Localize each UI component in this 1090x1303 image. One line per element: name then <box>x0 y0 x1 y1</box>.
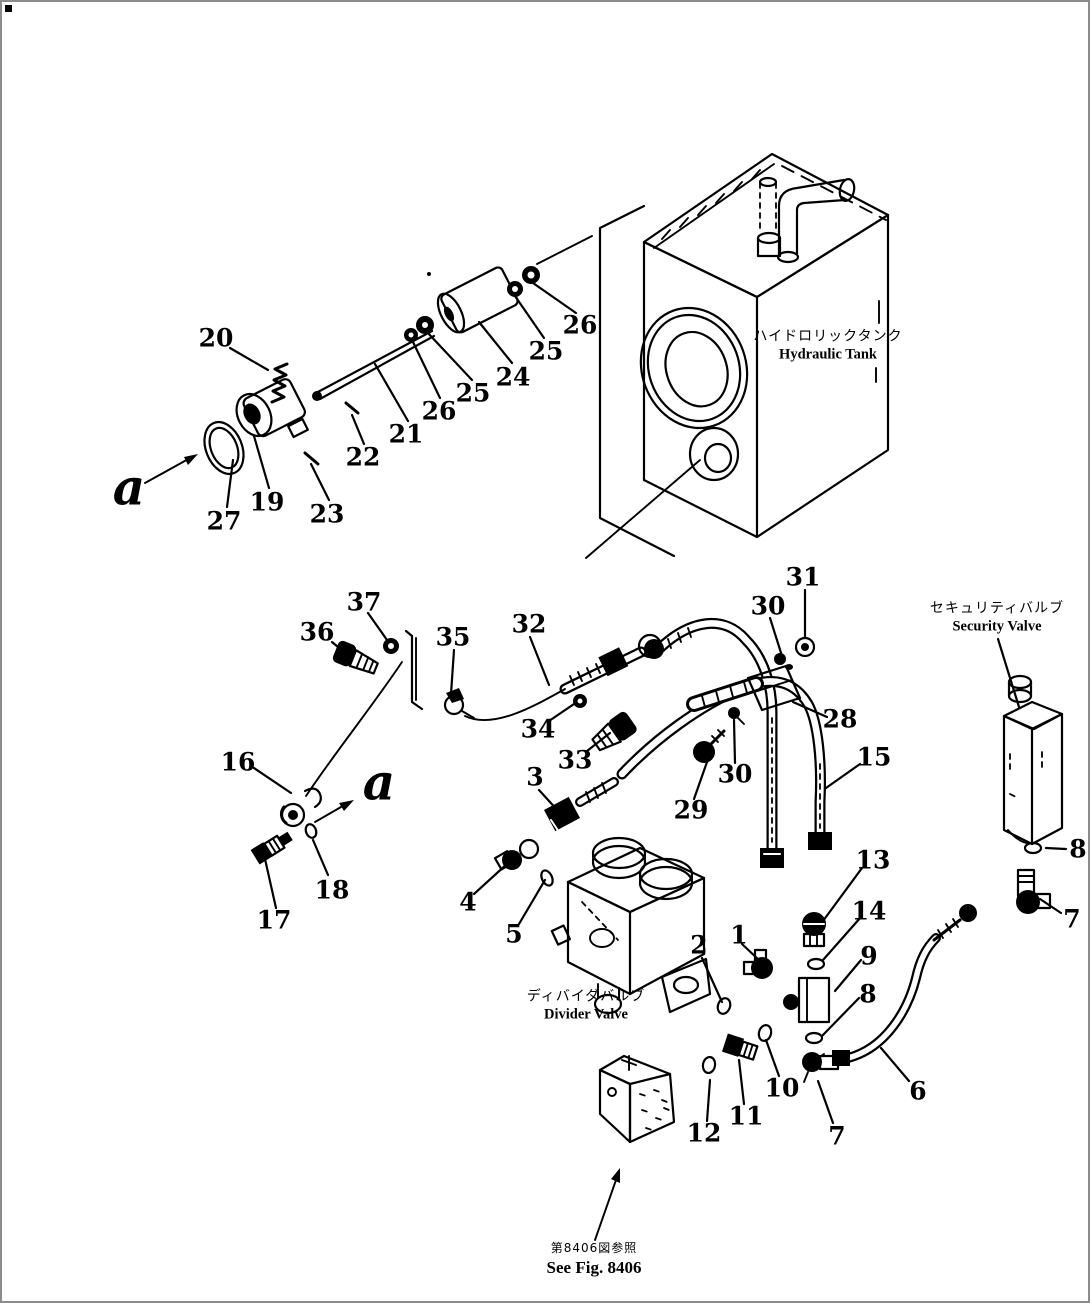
part-callout-20: 20 <box>198 323 234 353</box>
part-callout-14: 14 <box>851 896 887 926</box>
part-callout-8: 8 <box>859 979 877 1009</box>
hose-6-drawing <box>815 841 1052 1066</box>
bottom-valve-drawing <box>598 1054 676 1144</box>
part-callout-29: 29 <box>673 795 709 825</box>
divider-valve-label: ディバイダバルブ Divider Valve <box>527 987 645 1024</box>
part-callout-16: 16 <box>220 747 256 777</box>
part-callout-30: 30 <box>750 591 786 621</box>
divider-valve-label-jp: ディバイダバルブ <box>526 988 646 1005</box>
part-callout-12: 12 <box>686 1118 722 1148</box>
part-callout-32: 32 <box>511 609 547 639</box>
hydraulic-tank-drawing <box>585 152 890 559</box>
figure-reference-jp: 第8406図参照 <box>550 1241 638 1256</box>
part-callout-27: 27 <box>206 506 242 536</box>
divider-valve-drawing <box>550 836 712 1015</box>
part-callout-7: 7 <box>828 1121 846 1151</box>
hydraulic-tank-label-en: Hydraulic Tank <box>779 346 877 363</box>
security-valve-drawing <box>1002 674 1064 846</box>
hydraulic-tank-label: ハイドロリックタンク Hydraulic Tank <box>753 327 902 364</box>
hose-32-drawing <box>464 633 663 752</box>
part-callout-3: 3 <box>526 762 544 792</box>
part-callout-4: 4 <box>459 887 477 917</box>
part-callout-34: 34 <box>520 714 556 744</box>
part-callout-26: 26 <box>562 310 598 340</box>
part-callout-31: 31 <box>785 562 821 592</box>
part-callout-21: 21 <box>388 419 424 449</box>
part-callout-35: 35 <box>435 622 471 652</box>
part-callout-36: 36 <box>299 617 335 647</box>
part-callout-6: 6 <box>909 1076 927 1106</box>
corner-print-mark <box>5 5 12 12</box>
part-callout-28: 28 <box>822 704 858 734</box>
part-callout-23: 23 <box>309 499 345 529</box>
part-callout-26: 26 <box>421 396 457 426</box>
part-callout-25: 25 <box>528 336 564 366</box>
hydraulic-tank-label-jp: ハイドロリックタンク <box>753 328 903 345</box>
part-callout-7: 7 <box>1063 904 1081 934</box>
part-callout-19: 19 <box>249 487 285 517</box>
divider-valve-label-en: Divider Valve <box>544 1006 628 1023</box>
part-callout-10: 10 <box>764 1073 800 1103</box>
part-callout-24: 24 <box>495 362 531 392</box>
view-marker-a: a <box>112 457 146 517</box>
part-callout-13: 13 <box>855 845 891 875</box>
part-callout-30: 30 <box>717 759 753 789</box>
part-callout-37: 37 <box>346 587 382 617</box>
part-callout-18: 18 <box>314 875 350 905</box>
fitting-chain-drawing <box>783 912 840 1083</box>
security-valve-label-jp: セキュリティバルブ <box>929 600 1065 617</box>
divider-fittings-drawing <box>701 948 773 1075</box>
part-callout-15: 15 <box>856 742 892 772</box>
security-valve-label-en: Security Valve <box>952 618 1042 635</box>
part-callout-17: 17 <box>256 905 292 935</box>
part-callout-33: 33 <box>557 745 593 775</box>
leader-lines <box>225 281 1068 1125</box>
part-callout-9: 9 <box>860 941 878 971</box>
part-callout-2: 2 <box>690 930 708 960</box>
part-callout-5: 5 <box>505 919 523 949</box>
part-callout-25: 25 <box>455 378 491 408</box>
part-callout-11: 11 <box>728 1101 764 1131</box>
view-arrows <box>144 454 620 1241</box>
view-marker-a: a <box>362 752 396 812</box>
figure-reference-en: See Fig. 8406 <box>546 1257 642 1277</box>
part-callout-8: 8 <box>1069 834 1087 864</box>
figure-reference-label: 第8406図参照 See Fig. 8406 <box>547 1241 642 1279</box>
central-hoses-drawing <box>493 617 832 887</box>
part-callout-1: 1 <box>730 920 748 950</box>
return-pipe-drawing <box>250 629 475 865</box>
part-callout-22: 22 <box>345 442 381 472</box>
security-valve-label: セキュリティバルブ Security Valve <box>930 599 1064 636</box>
